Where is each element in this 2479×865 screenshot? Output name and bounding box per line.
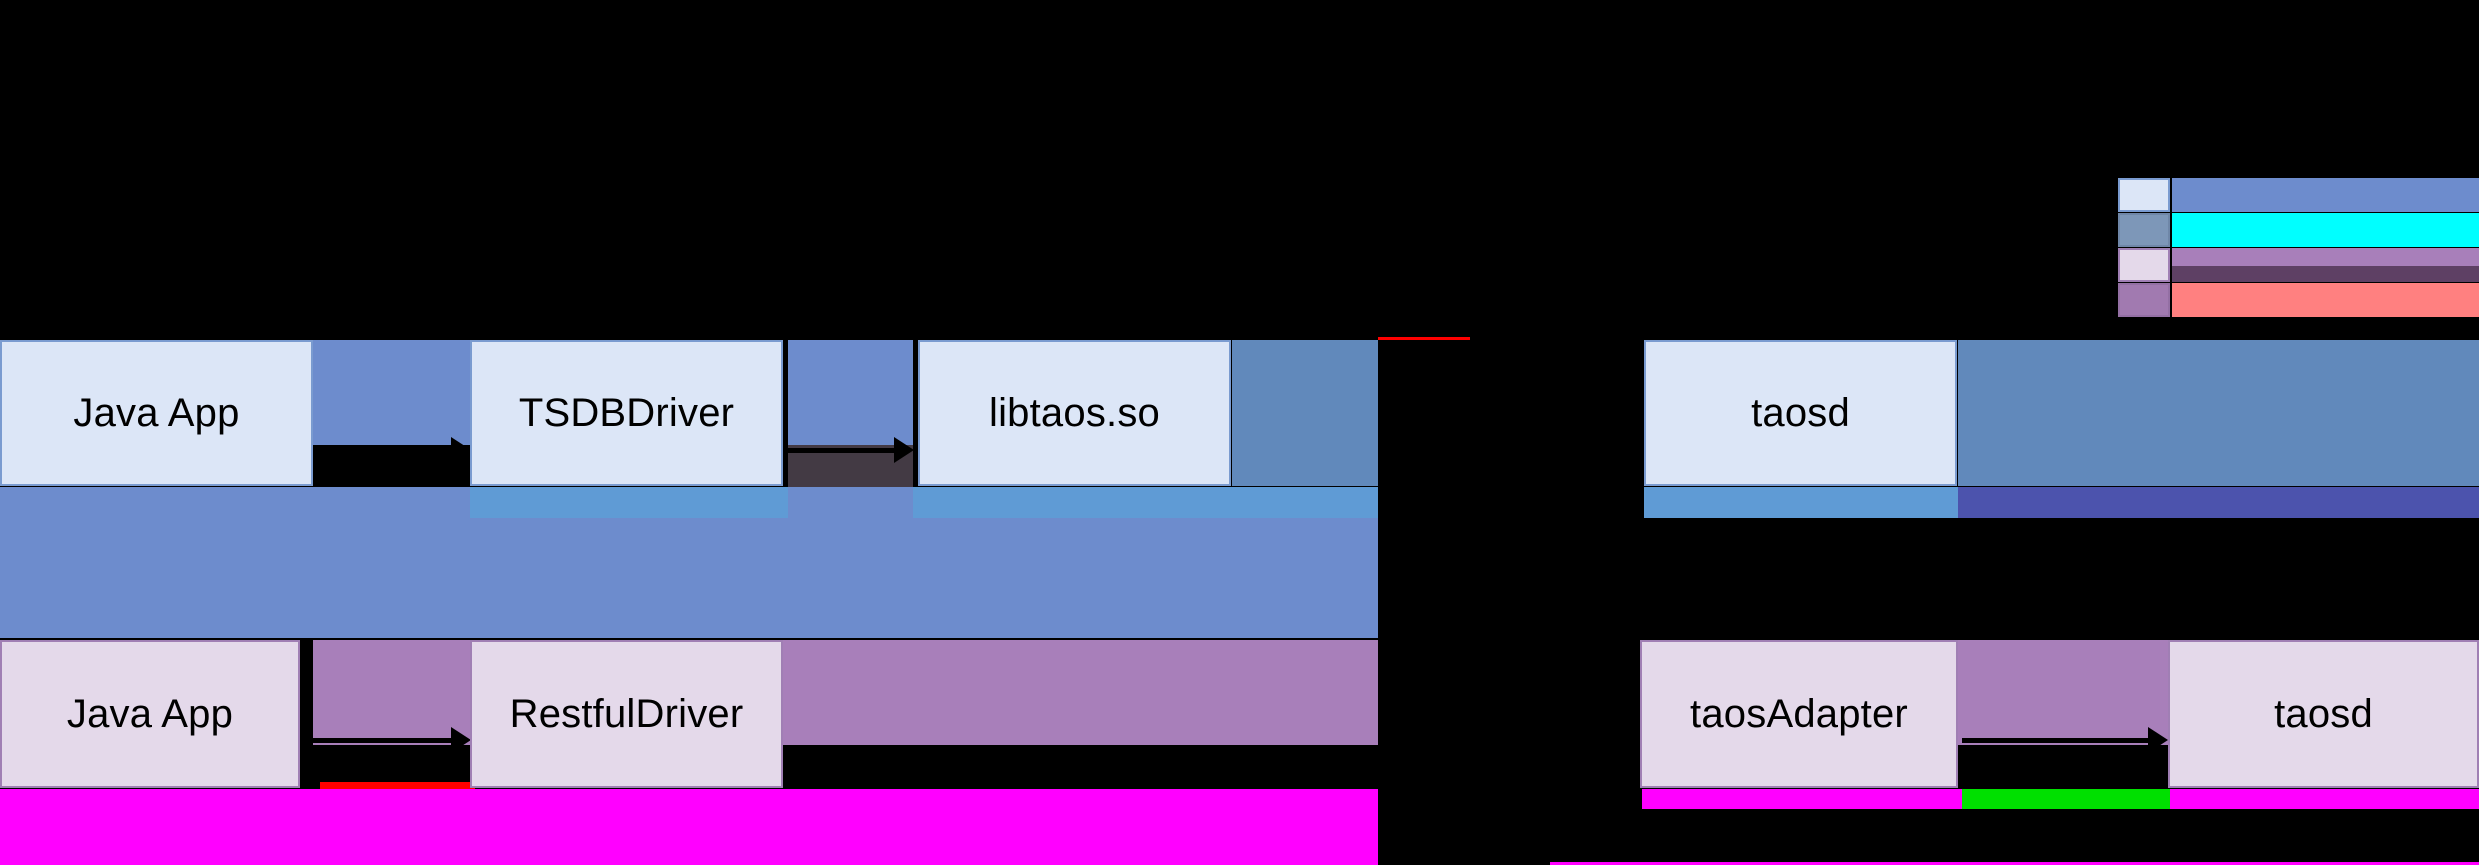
- bottom-band-green: [1962, 789, 2170, 809]
- middle-band-indigo: [1958, 487, 2479, 518]
- row1-band-segment-d: [1958, 340, 2479, 486]
- node-label: Java App: [73, 391, 240, 435]
- arrow-line: [313, 738, 455, 743]
- row1-underline-libtaos: [913, 487, 1378, 518]
- legend-swatch-blue-light: [2118, 178, 2170, 212]
- row2-band-segment-a: [313, 640, 473, 745]
- arrow-line: [313, 448, 455, 453]
- row1-underline-left: [0, 487, 313, 518]
- arrow-head-icon: [451, 437, 471, 463]
- legend-swatch-blue-mid: [2118, 213, 2170, 247]
- arrow-line: [788, 448, 898, 453]
- connector-tsdbdriver-to-libtaos: [788, 437, 918, 470]
- node-label: libtaos.so: [989, 391, 1160, 435]
- arrow-head-icon: [894, 437, 914, 463]
- middle-band-taosd-underline: [1644, 487, 1958, 518]
- row1-band-segment-b: [788, 340, 913, 445]
- legend-bar-purple: [2172, 248, 2479, 266]
- node-java-app-native[interactable]: Java App: [0, 340, 313, 486]
- node-label: RestfulDriver: [509, 692, 744, 736]
- row1-band-segment-a: [313, 340, 473, 445]
- legend-bar-purple-dark: [2172, 266, 2479, 282]
- row1-underline-tsdb: [470, 487, 788, 518]
- connector-restfuldriver-to-taosadapter: [783, 730, 1383, 760]
- node-label: TSDBDriver: [518, 391, 735, 435]
- divider-hairline-red: [1378, 337, 1470, 340]
- legend-swatch-purple-light: [2118, 248, 2170, 282]
- row2-band-segment-b: [783, 640, 1378, 745]
- row2-band-segment-c: [1958, 640, 2168, 745]
- legend-bar-blue-mid: [2172, 178, 2479, 212]
- connector-java-app-to-restfuldriver: [313, 727, 473, 760]
- node-java-app-rest[interactable]: Java App: [0, 640, 300, 788]
- node-taosd-rest[interactable]: taosd: [2168, 640, 2479, 788]
- connector-taosadapter-to-taosd: [1962, 727, 2172, 760]
- node-tsdbdriver[interactable]: TSDBDriver: [470, 340, 783, 486]
- legend-bar-cyan: [2172, 213, 2479, 247]
- node-restfuldriver[interactable]: RestfulDriver: [470, 640, 783, 788]
- connector-libtaos-to-taosd: [1232, 440, 1644, 470]
- connector-java-app-to-tsdbdriver: [313, 437, 473, 470]
- legend: [2118, 178, 2479, 318]
- row1-band-segment-c: [1232, 340, 1378, 486]
- bottom-band-magenta-taosd: [2170, 789, 2479, 809]
- node-label: taosd: [1751, 391, 1850, 435]
- node-label: taosd: [2274, 692, 2373, 736]
- node-label: taosAdapter: [1690, 692, 1908, 736]
- arrow-head-icon: [451, 727, 471, 753]
- node-taosd-native[interactable]: taosd: [1644, 340, 1957, 486]
- bottom-band-magenta-hairline: [1550, 862, 2479, 865]
- node-taosadapter[interactable]: taosAdapter: [1640, 640, 1958, 788]
- arrow-head-icon: [2148, 727, 2168, 753]
- node-label: Java App: [66, 692, 234, 736]
- legend-bar-salmon: [2172, 283, 2479, 317]
- arrow-line: [1962, 738, 2152, 743]
- node-libtaos-so[interactable]: libtaos.so: [918, 340, 1231, 486]
- legend-swatch-purple-mid: [2118, 283, 2170, 317]
- bottom-band-magenta-adapter: [1642, 789, 1962, 809]
- bottom-band-magenta-left: [0, 789, 1378, 865]
